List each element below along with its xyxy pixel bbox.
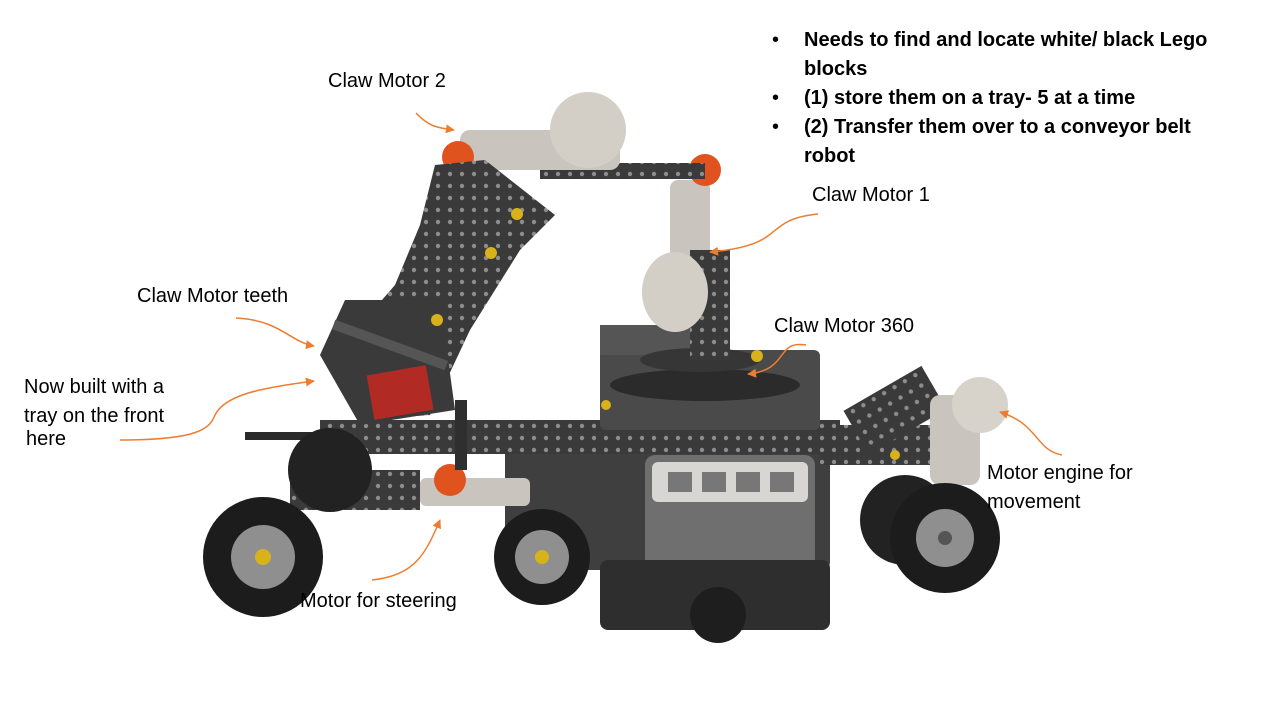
front-left-wheel bbox=[203, 497, 323, 617]
label-steering-motor: Motor for steering bbox=[300, 590, 457, 612]
claw-motor-1 bbox=[642, 252, 708, 332]
arrow-claw-motor-1 bbox=[709, 213, 819, 256]
label-tray-line-1: Now built with a bbox=[24, 376, 165, 398]
robot-photo bbox=[203, 92, 1008, 643]
front-right-wheel bbox=[288, 428, 372, 512]
arrow-claw-motor-360 bbox=[747, 343, 807, 378]
label-engine-line-1: Motor engine for bbox=[987, 462, 1133, 484]
label-tray-line-2: tray on the front bbox=[24, 405, 165, 427]
requirement-item: Needs to find and locate white/ black Le… bbox=[772, 26, 1212, 84]
label-engine-line-2: movement bbox=[987, 491, 1081, 513]
arrow-tray bbox=[119, 377, 315, 441]
requirement-item: (1) store them on a tray- 5 at a time bbox=[772, 84, 1212, 113]
label-tray-line-3: here bbox=[26, 428, 67, 450]
steering-motor-hub bbox=[434, 464, 466, 496]
claw-motor-2 bbox=[550, 92, 626, 168]
engine-motor bbox=[952, 377, 1008, 433]
arrow-claw-motor-2 bbox=[415, 112, 455, 134]
middle-wheel bbox=[494, 509, 590, 605]
arrow-engine bbox=[999, 410, 1063, 456]
label-claw-motor-360: Claw Motor 360 bbox=[774, 315, 915, 337]
arrow-steering bbox=[371, 519, 441, 581]
arrow-claw-motor-teeth bbox=[235, 317, 315, 350]
requirement-item: (2) Transfer them over to a conveyor bel… bbox=[772, 113, 1212, 171]
rear-right-wheel bbox=[890, 483, 1000, 593]
requirements-list: Needs to find and locate white/ black Le… bbox=[772, 26, 1212, 171]
label-claw-motor-2: Claw Motor 2 bbox=[328, 70, 446, 92]
label-claw-motor-teeth: Claw Motor teeth bbox=[137, 285, 289, 307]
label-claw-motor-1: Claw Motor 1 bbox=[812, 184, 930, 206]
